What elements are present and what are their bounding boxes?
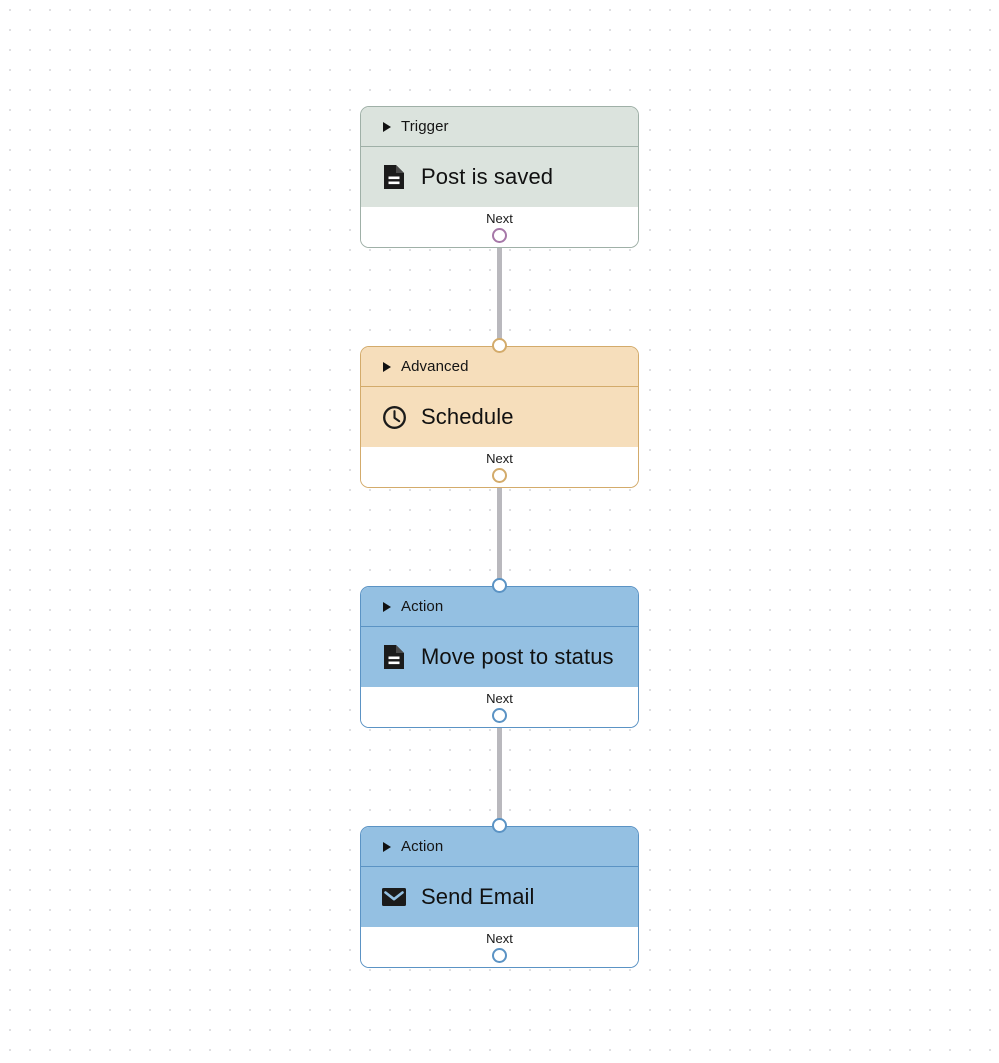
node-header-label: Trigger <box>401 118 449 135</box>
envelope-icon <box>381 884 407 910</box>
clock-icon <box>381 404 407 430</box>
workflow-node-action-move-post[interactable]: Action Move post to status Next <box>360 586 639 728</box>
node-header-label: Action <box>401 598 444 615</box>
node-footer-label: Next <box>486 211 513 226</box>
node-header-action-move-post[interactable]: Action <box>361 587 638 627</box>
node-body-action-send-email[interactable]: Send Email <box>361 867 638 927</box>
node-header-action-send-email[interactable]: Action <box>361 827 638 867</box>
node-title: Send Email <box>421 884 535 909</box>
workflow-node-advanced[interactable]: Advanced Schedule Next <box>360 346 639 488</box>
node-body-action-move-post[interactable]: Move post to status <box>361 627 638 687</box>
output-port-action-send-email[interactable] <box>492 948 507 963</box>
output-port-action-move-post[interactable] <box>492 708 507 723</box>
workflow-node-trigger[interactable]: Trigger Post is saved Next <box>360 106 639 248</box>
edge-trigger-to-advanced <box>497 236 502 346</box>
chevron-right-icon[interactable] <box>383 601 391 612</box>
output-port-advanced[interactable] <box>492 468 507 483</box>
input-port-advanced[interactable] <box>492 338 507 353</box>
node-footer-label: Next <box>486 691 513 706</box>
document-icon <box>381 164 407 190</box>
workflow-node-action-send-email[interactable]: Action Send Email Next <box>360 826 639 968</box>
node-header-advanced[interactable]: Advanced <box>361 347 638 387</box>
node-header-label: Action <box>401 838 444 855</box>
output-port-trigger[interactable] <box>492 228 507 243</box>
node-footer-label: Next <box>486 931 513 946</box>
node-title: Move post to status <box>421 644 614 669</box>
node-body-advanced[interactable]: Schedule <box>361 387 638 447</box>
edge-advanced-to-action-move <box>497 476 502 586</box>
chevron-right-icon[interactable] <box>383 121 391 132</box>
chevron-right-icon[interactable] <box>383 841 391 852</box>
node-title: Schedule <box>421 404 514 429</box>
node-footer-label: Next <box>486 451 513 466</box>
edge-action-move-to-send-email <box>497 716 502 826</box>
input-port-action-move-post[interactable] <box>492 578 507 593</box>
node-header-trigger[interactable]: Trigger <box>361 107 638 147</box>
node-title: Post is saved <box>421 164 554 189</box>
input-port-action-send-email[interactable] <box>492 818 507 833</box>
node-header-label: Advanced <box>401 358 469 375</box>
document-icon <box>381 644 407 670</box>
node-body-trigger[interactable]: Post is saved <box>361 147 638 207</box>
chevron-right-icon[interactable] <box>383 361 391 372</box>
